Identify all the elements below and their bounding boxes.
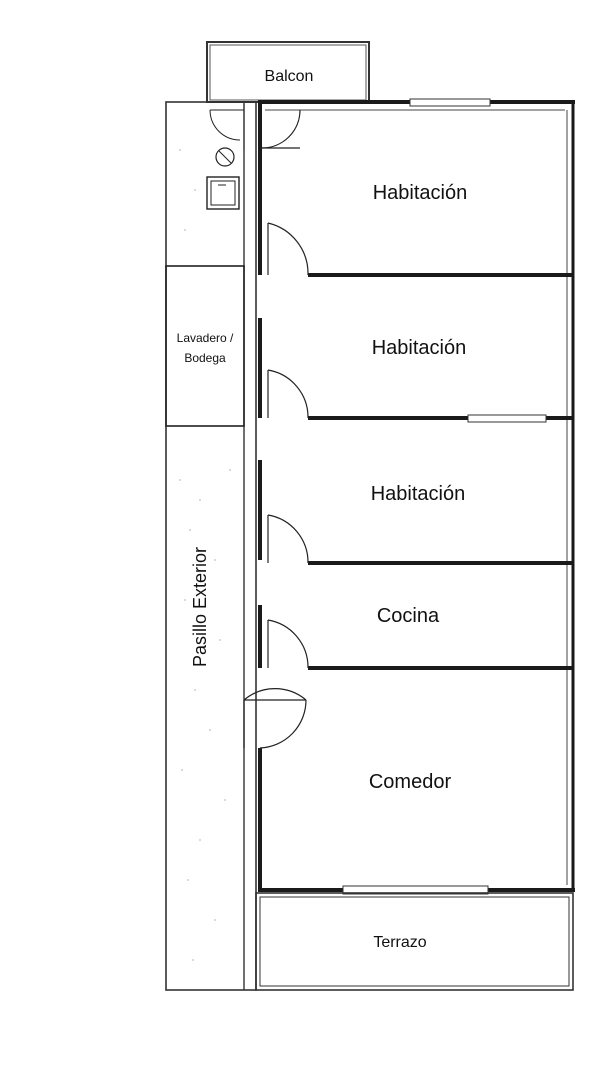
lavadero-area xyxy=(165,265,245,427)
window-comedor xyxy=(342,885,489,895)
doors xyxy=(243,109,309,749)
pasillo-exterior-label: Pasillo Exterior xyxy=(190,547,210,667)
lavadero-label-line2: Bodega xyxy=(184,351,226,365)
door-entrance xyxy=(243,688,307,749)
habitacion-1-label: Habitación xyxy=(373,182,468,204)
lavadero-label-line1: Lavadero / xyxy=(177,331,234,345)
balcony-door-icon xyxy=(209,104,245,150)
cocina-label: Cocina xyxy=(377,605,440,627)
terrazo-area xyxy=(255,892,574,991)
door-habitacion-1 xyxy=(267,222,309,276)
window-hab-2 xyxy=(467,414,547,423)
door-bedroom-top-corridor xyxy=(261,109,301,149)
window-top xyxy=(409,98,491,107)
habitacion-2-label: Habitación xyxy=(372,337,467,359)
corridor-texture xyxy=(179,149,231,961)
door-habitacion-2 xyxy=(267,369,309,419)
pasillo-exterior-area xyxy=(165,101,257,991)
balcon-label: Balcon xyxy=(265,68,314,85)
comedor-label: Comedor xyxy=(369,771,452,793)
washer-icon xyxy=(206,176,240,210)
interior-walls xyxy=(308,273,573,670)
door-habitacion-3 xyxy=(267,514,309,564)
water-heater-icon xyxy=(215,147,235,167)
habitacion-3-label: Habitación xyxy=(371,483,466,505)
windows xyxy=(342,98,547,895)
door-cocina xyxy=(267,619,309,669)
terrazo-label: Terrazo xyxy=(373,934,426,951)
